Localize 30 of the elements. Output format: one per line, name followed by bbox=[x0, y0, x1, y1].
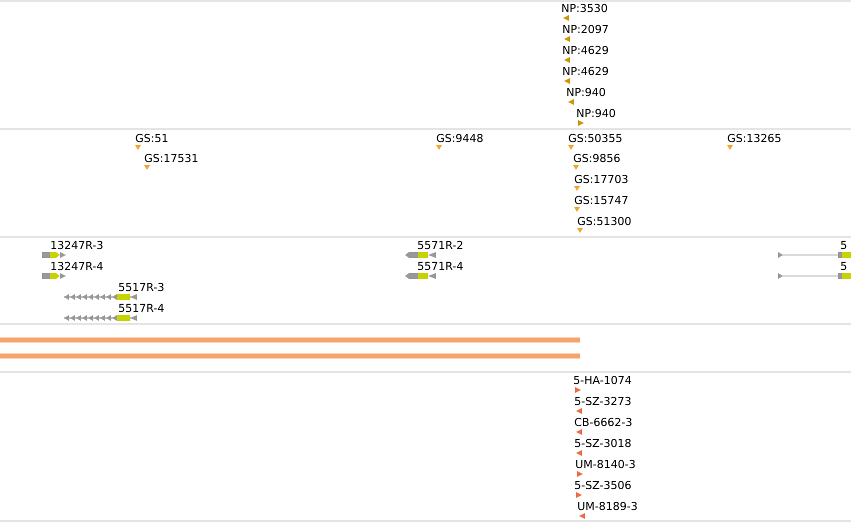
feature-label: 5571R-2 bbox=[418, 240, 462, 250]
feature-label: GS:50355 bbox=[568, 134, 622, 142]
feature-label: NP:2097 bbox=[563, 24, 608, 34]
feature-label: GS:13265 bbox=[728, 134, 780, 142]
feature-label: NP:3530 bbox=[562, 4, 608, 12]
feature-label: GS:51300 bbox=[578, 216, 631, 226]
feature-label: GS:51 bbox=[136, 134, 168, 142]
feature-label: 5-SZ-3273 bbox=[575, 396, 631, 406]
feature-label: 5-HA-1074 bbox=[574, 376, 632, 384]
feature-label: GS:17703 bbox=[574, 174, 628, 184]
feature-label: 5517R-4 bbox=[119, 304, 164, 312]
feature-label: CB-6662-3 bbox=[574, 418, 632, 426]
feature-label: GS:9856 bbox=[574, 154, 620, 162]
feature-label: GS:17531 bbox=[144, 154, 198, 162]
feature-label: NP:4629 bbox=[563, 66, 608, 76]
feature-label: UM-8189-3 bbox=[578, 502, 637, 510]
feature-label: 5517R-3 bbox=[119, 282, 164, 292]
feature-label: NP:4629 bbox=[563, 46, 608, 54]
feature-label: 13247R-4 bbox=[51, 262, 103, 270]
feature-label: 5571R-4 bbox=[418, 262, 463, 270]
feature-label: NP:940 bbox=[567, 88, 606, 96]
feature-label: NP:940 bbox=[577, 108, 616, 118]
feature-label: GS:15747 bbox=[574, 196, 628, 204]
feature-label: GS:9448 bbox=[436, 134, 483, 142]
feature-label: 5 bbox=[841, 240, 846, 250]
feature-label: 5-SZ-3018 bbox=[575, 438, 631, 448]
feature-label: 13247R-3 bbox=[51, 240, 102, 250]
feature-label: 5-SZ-3506 bbox=[575, 480, 631, 490]
feature-label: UM-8140-3 bbox=[576, 460, 635, 468]
feature-label: 5 bbox=[841, 262, 846, 270]
